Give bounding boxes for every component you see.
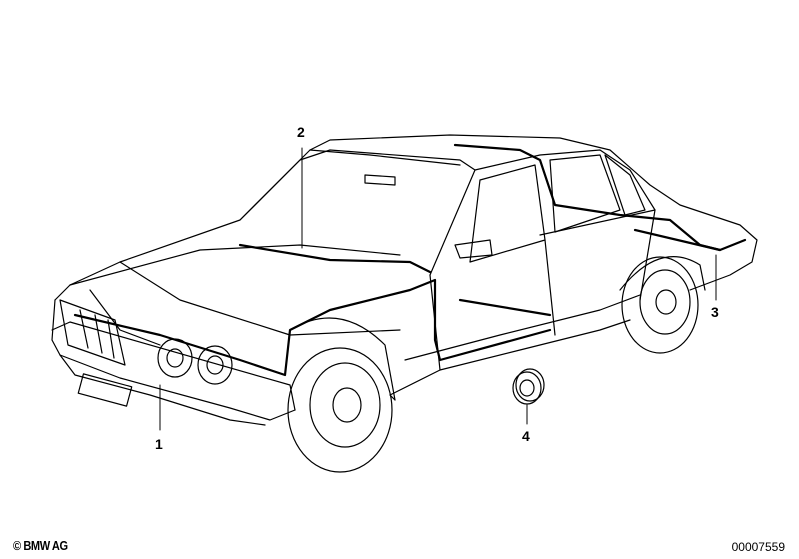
callout-3: 3 xyxy=(711,304,719,320)
rear-wheel xyxy=(619,256,706,354)
document-number: 00007559 xyxy=(731,540,785,554)
grommet-part xyxy=(512,368,545,405)
callout-leaders xyxy=(159,147,717,431)
wiring-harness xyxy=(73,143,747,377)
front-wheel xyxy=(287,317,396,473)
copyright-notice: © BMW AG xyxy=(13,538,68,553)
car-body xyxy=(51,134,758,426)
callout-1: 1 xyxy=(155,436,163,452)
callout-4: 4 xyxy=(522,428,530,444)
callout-2: 2 xyxy=(297,124,305,140)
